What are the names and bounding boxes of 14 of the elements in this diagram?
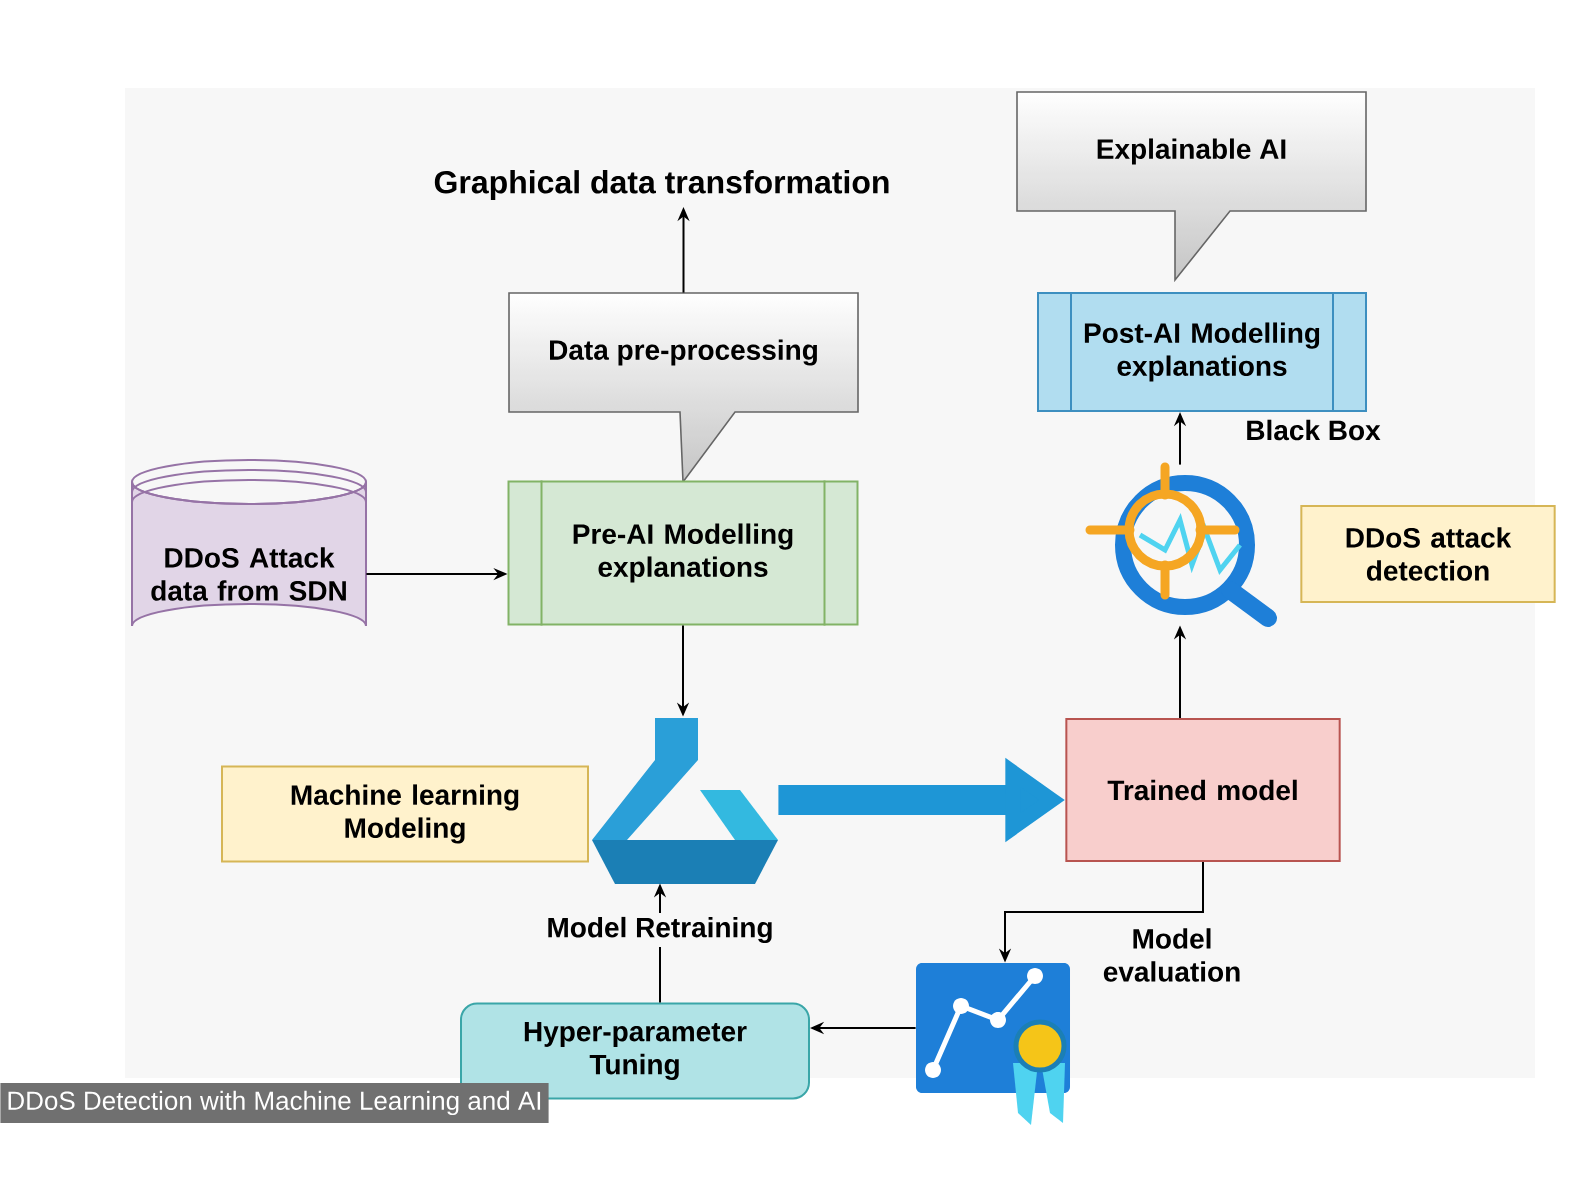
edge-label: Black Box [1241,415,1385,445]
heading-text: Graphical data transformation [434,170,889,200]
edge-label: Model Retraining [542,912,778,948]
flask-icon [592,718,778,884]
process-box: Trained model [1065,718,1341,862]
database-cylinder: DDoS Attack data from SDN [131,459,367,627]
note-box: Machine learning Modeling [221,765,589,863]
node-caption: Model evaluation [1103,928,1240,982]
process-box: Post-AI Modelling explanations [1037,291,1367,413]
note-box: DDoS attack detection [1300,505,1556,603]
magnifier-icon [1085,462,1277,627]
chart-icon [916,963,1070,1125]
caption-bar: DDoS Detection with Machine Learning and AI [0,1083,549,1123]
process-box: Pre-AI Modelling explanations [507,479,859,627]
